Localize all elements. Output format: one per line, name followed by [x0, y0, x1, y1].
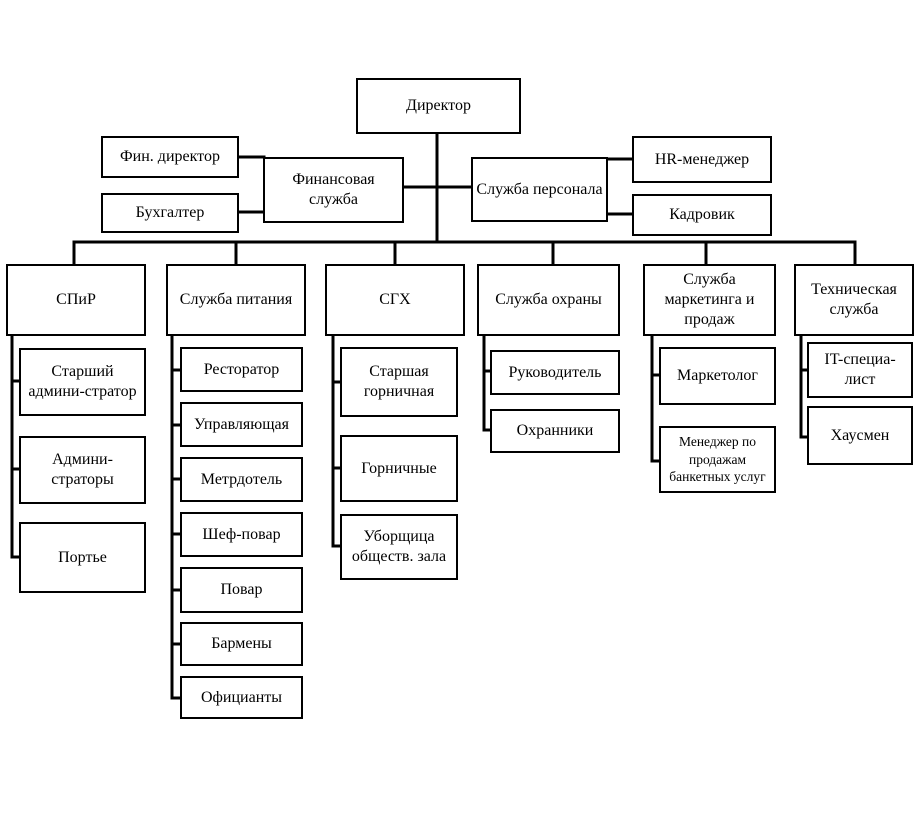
- security-item-label: Руководитель: [508, 363, 602, 381]
- sgh-item-label: Старшая горничная: [363, 363, 435, 400]
- food-service-title: Служба питания: [179, 291, 293, 308]
- fin-director-box: Фин. директор: [101, 136, 239, 178]
- food-item-label: Повар: [220, 581, 263, 598]
- marketing-item-label: Менеджер по продажам банкетных услуг: [669, 434, 766, 485]
- finance-service-label: Финансовая служба: [292, 171, 375, 208]
- spir-item-label: Админи-страторы: [51, 451, 114, 488]
- food-item: Официанты: [180, 676, 303, 719]
- security-service-title: Служба охраны: [495, 291, 602, 308]
- marketing-service-title: Служба маркетинга и продаж: [664, 271, 755, 328]
- security-item: Охранники: [490, 409, 620, 453]
- sgh-item: Уборщица обществ. зала: [340, 514, 458, 580]
- food-item-label: Бармены: [211, 635, 272, 652]
- director-label: Директор: [406, 97, 471, 114]
- food-item-label: Официанты: [200, 688, 282, 706]
- tech-item: Хаусмен: [807, 406, 913, 465]
- sgh-item: Старшая горничная: [340, 347, 458, 417]
- tech-item-label: Хаусмен: [830, 426, 890, 444]
- food-item: Бармены: [180, 622, 303, 666]
- spir-item: Портье: [19, 522, 146, 593]
- sgh-item-label: Уборщица обществ. зала: [351, 528, 447, 565]
- spir-item: Админи-страторы: [19, 436, 146, 504]
- marketing-item: Маркетолог: [659, 347, 776, 405]
- tech-item-label: IT-специа-лист: [824, 351, 896, 388]
- spir-item-label: Портье: [58, 548, 107, 566]
- food-item: Повар: [180, 567, 303, 613]
- food-item-label: Управляющая: [193, 415, 289, 433]
- food-item-label: Ресторатор: [203, 360, 280, 378]
- fin-director-label: Фин. директор: [120, 148, 220, 165]
- security-service-box: Служба охраны: [477, 264, 620, 336]
- tech-service-title: Техническая служба: [811, 281, 897, 318]
- spir-title: СПиР: [56, 291, 96, 308]
- marketing-item-label: Маркетолог: [677, 367, 758, 384]
- personnel-officer-label: Кадровик: [669, 206, 735, 223]
- spir-box: СПиР: [6, 264, 146, 336]
- sgh-title: СГХ: [379, 291, 411, 308]
- hr-service-box: Служба персонала: [471, 157, 608, 222]
- food-item: Управляющая: [180, 402, 303, 447]
- accountant-box: Бухгалтер: [101, 193, 239, 233]
- food-item-label: Шеф-повар: [202, 525, 281, 543]
- food-item: Ресторатор: [180, 347, 303, 392]
- sgh-item-label: Горничные: [361, 459, 437, 477]
- sgh-item: Горничные: [340, 435, 458, 502]
- personnel-officer-box: Кадровик: [632, 194, 772, 236]
- hr-service-label: Служба персонала: [476, 180, 603, 198]
- food-item-label: Метрдотель: [200, 470, 283, 488]
- security-item: Руководитель: [490, 350, 620, 395]
- food-item: Шеф-повар: [180, 512, 303, 557]
- tech-service-box: Техническая служба: [794, 264, 914, 336]
- tech-item: IT-специа-лист: [807, 342, 913, 398]
- accountant-label: Бухгалтер: [135, 204, 205, 221]
- marketing-service-box: Служба маркетинга и продаж: [643, 264, 776, 336]
- food-service-box: Служба питания: [166, 264, 306, 336]
- spir-item: Старший админи-стратор: [19, 348, 146, 416]
- director-box: Директор: [356, 78, 521, 134]
- sgh-box: СГХ: [325, 264, 465, 336]
- food-item: Метрдотель: [180, 457, 303, 502]
- hr-manager-box: HR-менеджер: [632, 136, 772, 183]
- hr-manager-label: HR-менеджер: [654, 150, 750, 168]
- marketing-item: Менеджер по продажам банкетных услуг: [659, 426, 776, 493]
- finance-service-box: Финансовая служба: [263, 157, 404, 223]
- spir-item-label: Старший админи-стратор: [28, 363, 137, 400]
- security-item-label: Охранники: [516, 422, 594, 439]
